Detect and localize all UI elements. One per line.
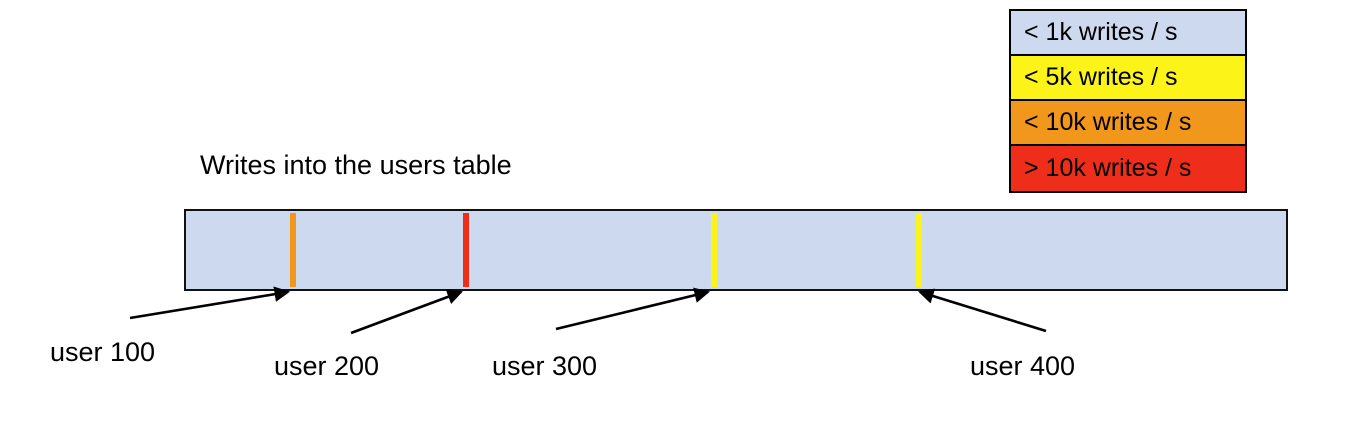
user-200-marker [463,213,469,287]
users-table-bar [184,209,1288,291]
user-400-label: user 400 [970,351,1076,381]
user-300-marker [711,213,717,287]
user-100-arrow [129,286,291,320]
user-100-marker [290,213,296,287]
write-rate-legend: < 1k writes / s < 5k writes / s < 10k writ… [1009,9,1247,193]
legend-item: < 1k writes / s [1011,11,1245,56]
legend-item-label: > 10k writes / s [1024,154,1192,182]
user-100-label: user 100 [50,337,156,367]
legend-item: > 10k writes / s [1011,146,1245,191]
legend-item: < 5k writes / s [1011,56,1245,101]
legend-item-label: < 5k writes / s [1024,63,1178,91]
user-400-marker [916,213,922,287]
user-400-arrow [918,288,1047,333]
users-table-bar-body [184,209,1288,291]
figure-caption: Writes into the users table [200,150,512,180]
user-200-label: user 200 [274,351,380,381]
user-200-arrow [350,289,463,335]
user-300-label: user 300 [492,351,598,381]
legend-item-label: < 1k writes / s [1024,18,1178,46]
user-300-arrow [555,287,711,331]
legend-item: < 10k writes / s [1011,101,1245,146]
legend-item-label: < 10k writes / s [1024,108,1192,136]
